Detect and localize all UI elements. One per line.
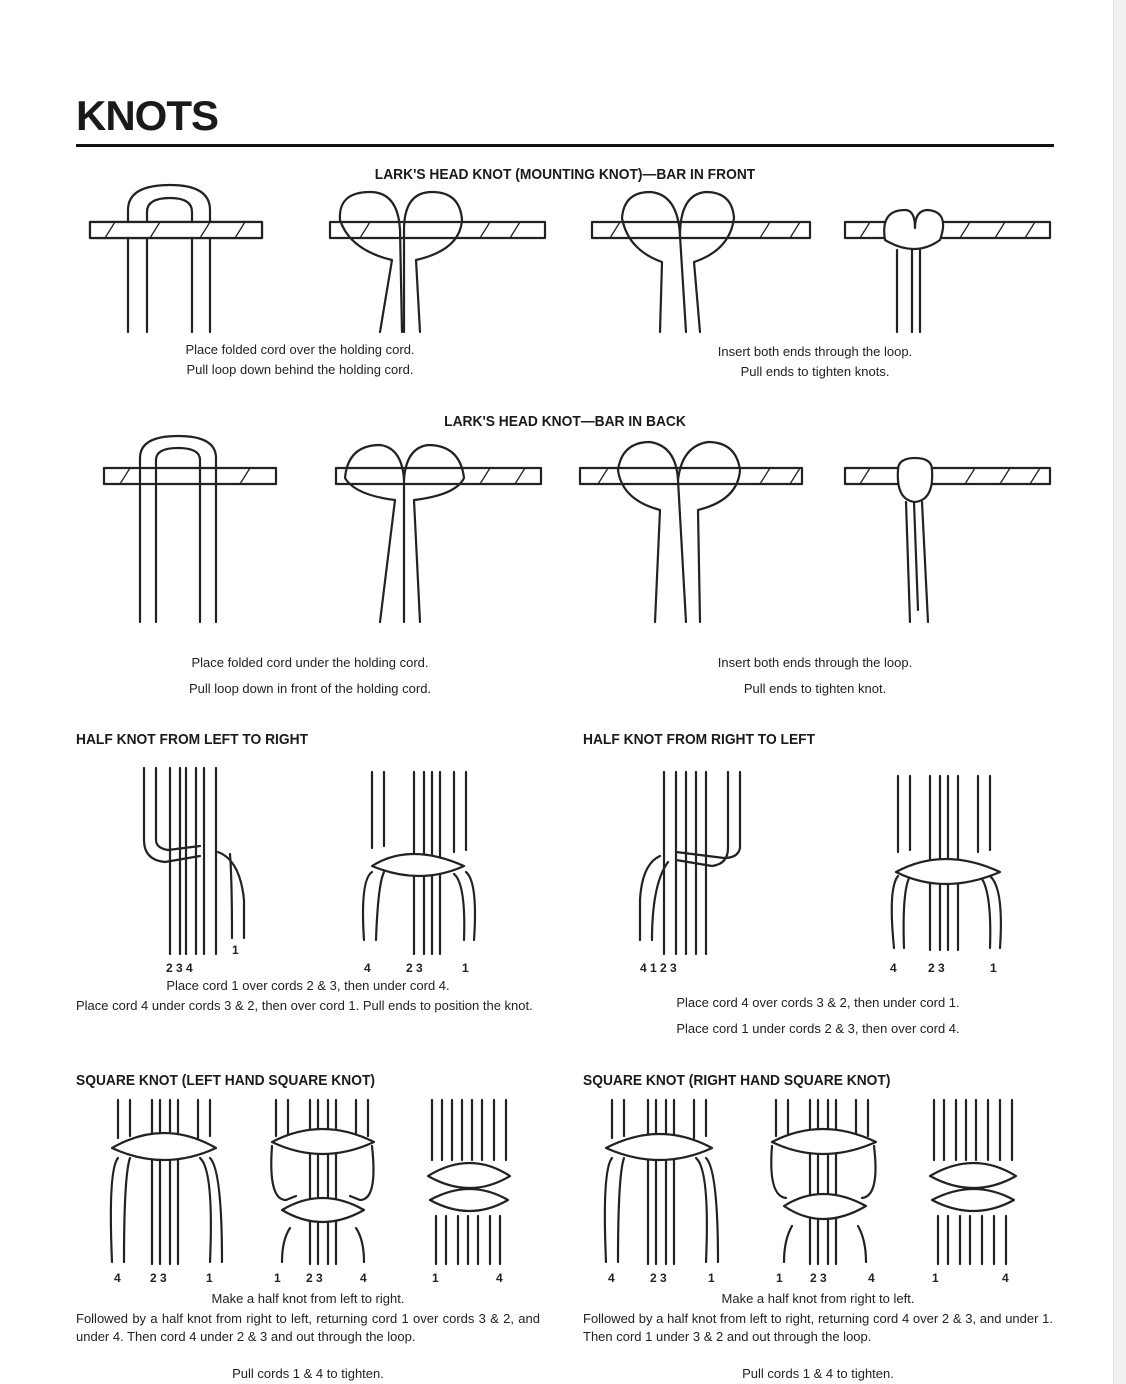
heading-square-knot-left: SQUARE KNOT (LEFT HAND SQUARE KNOT) [76,1072,375,1089]
cord-number-label: 2 3 4 [166,961,193,975]
page-title: KNOTS [76,92,219,139]
half-lr-step1-illustration [142,766,246,956]
cord-number-label: 2 3 [928,961,945,975]
heading-half-knot-left-to-right: HALF KNOT FROM LEFT TO RIGHT [76,731,309,748]
larks-front-step2-illustration [328,190,547,334]
larks-front-step4-illustration [843,208,1052,334]
square-left-step3-illustration [426,1098,512,1266]
larks-front-step3-illustration [590,190,812,334]
caption-larks-front-right: Insert both ends through the loop. Pull … [660,342,970,382]
square-right-step3-illustration [928,1098,1018,1266]
cord-number-label: 2 3 [306,1271,323,1285]
square-left-step1-illustration [109,1098,224,1266]
larks-back-step1-illustration [102,434,278,624]
caption-line: Insert both ends through the loop. [717,344,913,359]
caption-square-right-body: Followed by a half knot from left to rig… [583,1311,1053,1344]
cord-number-label: 4 [868,1271,875,1285]
cord-number-label: 1 [776,1271,783,1285]
cord-number-label: 4 [496,1271,503,1285]
cord-number-label: 4 [114,1271,121,1285]
caption-line: Pull ends to tighten knots. [740,364,890,379]
caption-line: Insert both ends through the loop. [717,655,913,670]
caption-larks-front-left: Place folded cord over the holding cord.… [140,340,460,380]
caption-larks-back-left: Place folded cord under the holding cord… [140,650,480,702]
caption-line: Place folded cord under the holding cord… [191,655,429,670]
cord-number-label: 1 [462,961,469,975]
half-rl-step2-illustration [890,774,1002,952]
cord-number-label: 4 [608,1271,615,1285]
page-edge [1113,0,1126,1384]
cord-number-label: 4 [1002,1271,1009,1285]
cord-number-label: 1 [206,1271,213,1285]
caption-line: Pull loop down behind the holding cord. [186,362,414,377]
cord-number-label: 2 3 [650,1271,667,1285]
cord-number-label: 1 [708,1271,715,1285]
title-rule [76,144,1054,147]
cord-number-label: 1 [932,1271,939,1285]
caption-line: Place cord 1 under cords 2 & 3, then ove… [676,1021,960,1036]
cord-number-label: 2 3 [810,1271,827,1285]
cord-numbers: 2 3 4 1 4 2 3 1 4 1 2 3 4 2 3 1 4 2 3 1 … [114,943,1009,1285]
square-left-step2-illustration [270,1098,376,1266]
half-rl-step1-illustration [638,770,742,956]
cord-number-label: 4 1 2 3 [640,961,677,975]
caption-line: Pull loop down in front of the holding c… [188,681,432,696]
caption-line: Place cord 4 over cords 3 & 2, then unde… [676,995,960,1010]
larks-back-step4-illustration [843,456,1052,624]
caption-square-right-center: Make a half knot from right to left. [721,1291,915,1306]
cord-number-label: 1 [990,961,997,975]
cord-number-label: 1 [232,943,239,957]
cord-number-label: 2 3 [406,961,423,975]
larks-front-step1-illustration [88,183,264,334]
heading-square-knot-right: SQUARE KNOT (RIGHT HAND SQUARE KNOT) [583,1072,891,1089]
caption-square-left-end: Pull cords 1 & 4 to tighten. [232,1366,384,1381]
cord-number-label: 4 [360,1271,367,1285]
caption-line: Place folded cord over the holding cord. [185,342,415,357]
cord-number-label: 4 [364,961,371,975]
cord-number-label: 2 3 [150,1271,167,1285]
caption-larks-back-right: Insert both ends through the loop. Pull … [660,650,970,702]
heading-larks-back: LARK'S HEAD KNOT—BAR IN BACK [444,413,686,430]
caption-square-left-body: Followed by a half knot from right to le… [76,1311,540,1344]
heading-half-knot-right-to-left: HALF KNOT FROM RIGHT TO LEFT [583,731,816,748]
caption-half-lr-body: Place cord 4 under cords 3 & 2, then ove… [76,998,533,1013]
heading-larks-front: LARK'S HEAD KNOT (MOUNTING KNOT)—BAR IN … [374,166,756,183]
larks-back-step2-illustration [334,443,543,624]
cord-number-label: 4 [890,961,897,975]
caption-square-right-end: Pull cords 1 & 4 to tighten. [742,1366,894,1381]
half-lr-step2-illustration [361,770,477,956]
cord-number-label: 1 [274,1271,281,1285]
caption-half-lr-center: Place cord 1 over cords 2 & 3, then unde… [166,978,450,993]
cord-number-label: 1 [432,1271,439,1285]
square-right-step2-illustration [770,1098,878,1266]
square-right-step1-illustration [603,1098,720,1266]
caption-half-rl: Place cord 4 over cords 3 & 2, then unde… [583,990,1053,1042]
larks-back-step3-illustration [578,440,804,624]
caption-line: Pull ends to tighten knot. [743,681,887,696]
caption-square-left-center: Make a half knot from left to right. [211,1291,405,1306]
